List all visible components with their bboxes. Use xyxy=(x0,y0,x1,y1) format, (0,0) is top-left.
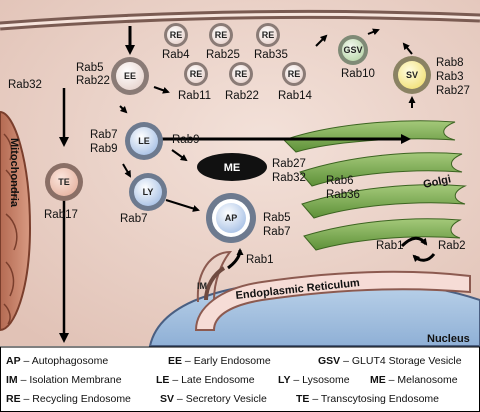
rab4-label: Rab4 xyxy=(162,49,190,61)
rab17-label: Rab17 xyxy=(44,209,78,221)
vesicle-re-4: RE xyxy=(184,62,208,86)
rab5-ap-label: Rab5 xyxy=(263,212,291,224)
mitochondria-label: Mitochondria xyxy=(8,138,20,208)
legend-row-2: IM – Isolation Membrane LE – Late Endoso… xyxy=(6,374,458,386)
vesicle-ee: EE xyxy=(111,57,149,95)
isolation-membrane: IM xyxy=(197,266,226,301)
svg-text:SV: SV xyxy=(406,70,418,80)
svg-text:RE: RE xyxy=(215,30,228,40)
arrow-re-to-membrane xyxy=(315,34,328,47)
im-label: IM xyxy=(197,281,207,291)
legend-row-3: RE – Recycling Endosome SV – Secretory V… xyxy=(6,393,439,405)
rab32-me-label: Rab32 xyxy=(272,172,306,184)
rab9-arrow-label: Rab9 xyxy=(172,134,200,146)
vesicle-re-6: RE xyxy=(282,62,306,86)
svg-text:RE: RE xyxy=(190,69,203,79)
svg-text:GSV: GSV xyxy=(343,45,362,55)
rab6-label: Rab6 xyxy=(326,175,354,187)
rab7-ly-label: Rab7 xyxy=(120,213,148,225)
rab1-golgi-label: Rab1 xyxy=(376,240,404,252)
legend: AP – Autophagosome EE – Early Endosome G… xyxy=(0,346,480,412)
nucleus-label: Nucleus xyxy=(427,333,470,345)
rab32-label: Rab32 xyxy=(8,79,42,91)
vesicle-re-3: RE xyxy=(256,23,280,47)
svg-text:RE: RE xyxy=(235,69,248,79)
golgi-label: Golgi xyxy=(422,173,452,191)
arrow-sv-to-membrane xyxy=(402,42,413,55)
legend-row-1: AP – Autophagosome EE – Early Endosome G… xyxy=(6,355,462,367)
svg-text:ME: ME xyxy=(224,162,241,174)
arrow-im-to-ap xyxy=(227,248,244,270)
rab22-label: Rab22 xyxy=(76,75,110,87)
vesicle-me: ME xyxy=(197,153,267,181)
vesicle-sv: SV xyxy=(393,56,431,94)
arrow-ee-to-re xyxy=(153,86,170,94)
svg-text:AP: AP xyxy=(225,213,238,223)
arrow-er-to-golgi xyxy=(400,236,428,248)
rab27-me-label: Rab27 xyxy=(272,158,306,170)
vesicle-ly: LY xyxy=(129,173,167,211)
rab10-label: Rab10 xyxy=(341,68,375,80)
vesicle-gsv: GSV xyxy=(338,35,368,65)
svg-text:RE: RE xyxy=(288,69,301,79)
rab2-golgi-label: Rab2 xyxy=(438,240,466,252)
arrow-ee-to-le xyxy=(119,105,128,114)
rab-labels: Rab32 Rab5 Rab22 Rab4 Rab25 Rab35 Rab11 … xyxy=(8,49,470,266)
vesicle-te: TE xyxy=(45,163,83,201)
golgi-apparatus: Golgi xyxy=(283,120,467,251)
pathway-arrows xyxy=(59,26,436,343)
svg-text:RE: RE xyxy=(170,30,183,40)
svg-text:LY: LY xyxy=(143,187,154,197)
rab7-ap-label: Rab7 xyxy=(263,226,291,238)
arrow-golgi-to-er xyxy=(412,253,436,263)
rab1-er-label: Rab1 xyxy=(246,254,274,266)
rab11-label: Rab11 xyxy=(178,90,211,102)
vesicle-re-5: RE xyxy=(229,62,253,86)
arrow-ly-to-ap xyxy=(165,199,200,212)
vesicle-re-1: RE xyxy=(164,23,188,47)
rab7-le-label: Rab7 xyxy=(90,129,118,141)
mitochondria: Mitochondria xyxy=(0,110,32,332)
rab9-le-label: Rab9 xyxy=(90,143,118,155)
svg-text:EE: EE xyxy=(124,71,136,81)
arrow-gsv-to-membrane xyxy=(367,28,380,36)
rab25-label: Rab25 xyxy=(206,49,240,61)
rab3-label: Rab3 xyxy=(436,71,464,83)
rab27-label: Rab27 xyxy=(436,85,470,97)
arrow-le-to-me xyxy=(171,149,188,162)
rab36-label: Rab36 xyxy=(326,189,360,201)
svg-text:LE: LE xyxy=(138,136,150,146)
rab22b-label: Rab22 xyxy=(225,90,259,102)
rab14-label: Rab14 xyxy=(278,90,312,102)
svg-text:RE: RE xyxy=(262,30,275,40)
vesicle-ap: AP xyxy=(206,193,256,243)
arrow-le-to-ly xyxy=(122,163,132,178)
svg-text:TE: TE xyxy=(58,177,70,187)
rab5-label: Rab5 xyxy=(76,62,104,74)
rab35-label: Rab35 xyxy=(254,49,288,61)
vesicle-re-2: RE xyxy=(209,23,233,47)
rab8-label: Rab8 xyxy=(436,57,464,69)
vesicle-le: LE xyxy=(125,122,163,160)
